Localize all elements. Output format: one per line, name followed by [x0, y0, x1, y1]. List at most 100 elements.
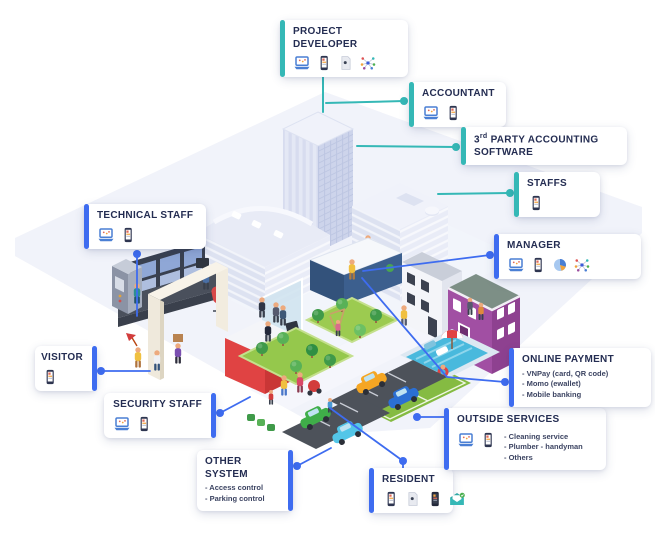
person-child-1 [268, 390, 274, 405]
accent-bar [369, 468, 374, 513]
icon-row [113, 416, 202, 432]
accent-bar [288, 450, 293, 511]
reception-desk [308, 235, 404, 305]
office-building-left [195, 200, 330, 314]
card-list: - Cleaning service - Plumber - handyman … [504, 432, 583, 465]
park-square [237, 326, 355, 386]
icon-row [293, 55, 399, 71]
card-accountant: ACCOUNTANT [409, 82, 506, 127]
card-title: RESIDENT [382, 474, 435, 485]
icon-row [527, 195, 567, 211]
people [126, 297, 484, 413]
laptop-icon [97, 227, 115, 243]
line-online-payment [361, 277, 506, 383]
icon-row [457, 432, 497, 448]
list-item: - Parking control [205, 493, 265, 503]
network-icon [359, 55, 377, 71]
card-title: ACCOUNTANT [422, 88, 495, 99]
document-icon [404, 491, 422, 507]
smartphone-dark-icon [426, 491, 444, 507]
card-security-staff: SECURITY STAFF [104, 393, 216, 438]
list-item: - Mobile banking [522, 390, 582, 400]
card-title: PROJECT DEVELOPER [293, 26, 358, 50]
card-technical-staff: TECHNICAL STAFF [84, 204, 206, 249]
list-item: - Cleaning service [504, 431, 569, 441]
smartphone-icon [119, 227, 137, 243]
icon-row [422, 105, 495, 121]
smartphone-icon [135, 416, 153, 432]
laptop-icon [457, 432, 475, 448]
person-visitor-1 [134, 347, 142, 368]
smartphone-icon [444, 105, 462, 121]
card-title: 3rd PARTY ACCOUNTING SOFTWARE [474, 133, 599, 158]
laptop-icon [113, 416, 131, 432]
list-item: - Access control [205, 483, 264, 492]
card-outside-services: OUTSIDE SERVICES - Cleaning service - Pl… [444, 408, 606, 471]
card-project-developer: PROJECT DEVELOPER [280, 20, 408, 77]
card-staffs: STAFFS [514, 172, 600, 217]
smartphone-icon [41, 369, 59, 385]
card-third-party-accounting: 3rd PARTY ACCOUNTING SOFTWARE [461, 127, 627, 166]
pie-chart-icon [551, 257, 569, 273]
accent-bar [444, 408, 449, 471]
leader-lines [97, 63, 514, 470]
smartphone-icon [529, 257, 547, 273]
park-playground [304, 296, 400, 344]
laptop-icon [507, 257, 525, 273]
smartphone-icon [315, 55, 333, 71]
smartphone-icon [527, 195, 545, 211]
card-title: MANAGER [507, 240, 561, 251]
card-list: - VNPay (card, QR code) - Momo (ewallet)… [522, 369, 614, 402]
icon-row [97, 227, 193, 243]
card-resident: RESIDENT [369, 468, 465, 513]
person-courier [174, 343, 182, 364]
hedge-row [247, 414, 275, 431]
icon-row [382, 491, 466, 507]
accent-bar [509, 348, 514, 408]
network-icon [573, 257, 591, 273]
accent-bar [494, 234, 499, 279]
icon-row [41, 369, 83, 385]
accent-bar [280, 20, 285, 77]
laptop-icon [293, 55, 311, 71]
card-list: - Access control - Parking control [205, 483, 279, 505]
parking-lot [247, 360, 447, 449]
accent-bar [211, 393, 216, 438]
card-title: OTHER SYSTEM [205, 456, 248, 480]
accent-bar [84, 204, 89, 249]
list-item: - Momo (ewallet) [522, 379, 581, 389]
swimming-pool [400, 329, 500, 378]
card-title: SECURITY STAFF [113, 399, 202, 410]
laptop-icon [422, 105, 440, 121]
document-icon [337, 55, 355, 71]
line-other-system [296, 447, 332, 467]
line-manager [362, 254, 491, 272]
pool-umbrella [441, 329, 463, 349]
accent-bar [92, 346, 97, 391]
line-accountant [325, 100, 405, 104]
card-title: ONLINE PAYMENT [522, 354, 614, 365]
accent-bar [409, 82, 414, 127]
card-manager: MANAGER [494, 234, 641, 279]
card-title: OUTSIDE SERVICES [457, 414, 560, 425]
line-security-staff [219, 396, 251, 414]
card-visitor: VISITOR [35, 346, 97, 391]
list-item: - Others [504, 453, 533, 463]
smartphone-icon [382, 491, 400, 507]
card-title: VISITOR [41, 352, 83, 363]
envelope-icon [448, 491, 466, 507]
icon-row [507, 257, 591, 273]
line-third-party [356, 145, 457, 148]
smartphone-icon [479, 432, 497, 448]
list-item: - VNPay (card, QR code) [522, 368, 609, 378]
technician-panel [112, 259, 142, 314]
accent-bar [514, 172, 519, 217]
card-online-payment: ONLINE PAYMENT - VNPay (card, QR code) -… [509, 348, 651, 408]
card-title: STAFFS [527, 178, 567, 189]
list-item: - Plumber - handyman [504, 442, 583, 452]
card-title: TECHNICAL STAFF [97, 210, 194, 221]
accent-bar [461, 127, 466, 166]
card-other-system: OTHER SYSTEM - Access control - Parking … [197, 450, 293, 511]
